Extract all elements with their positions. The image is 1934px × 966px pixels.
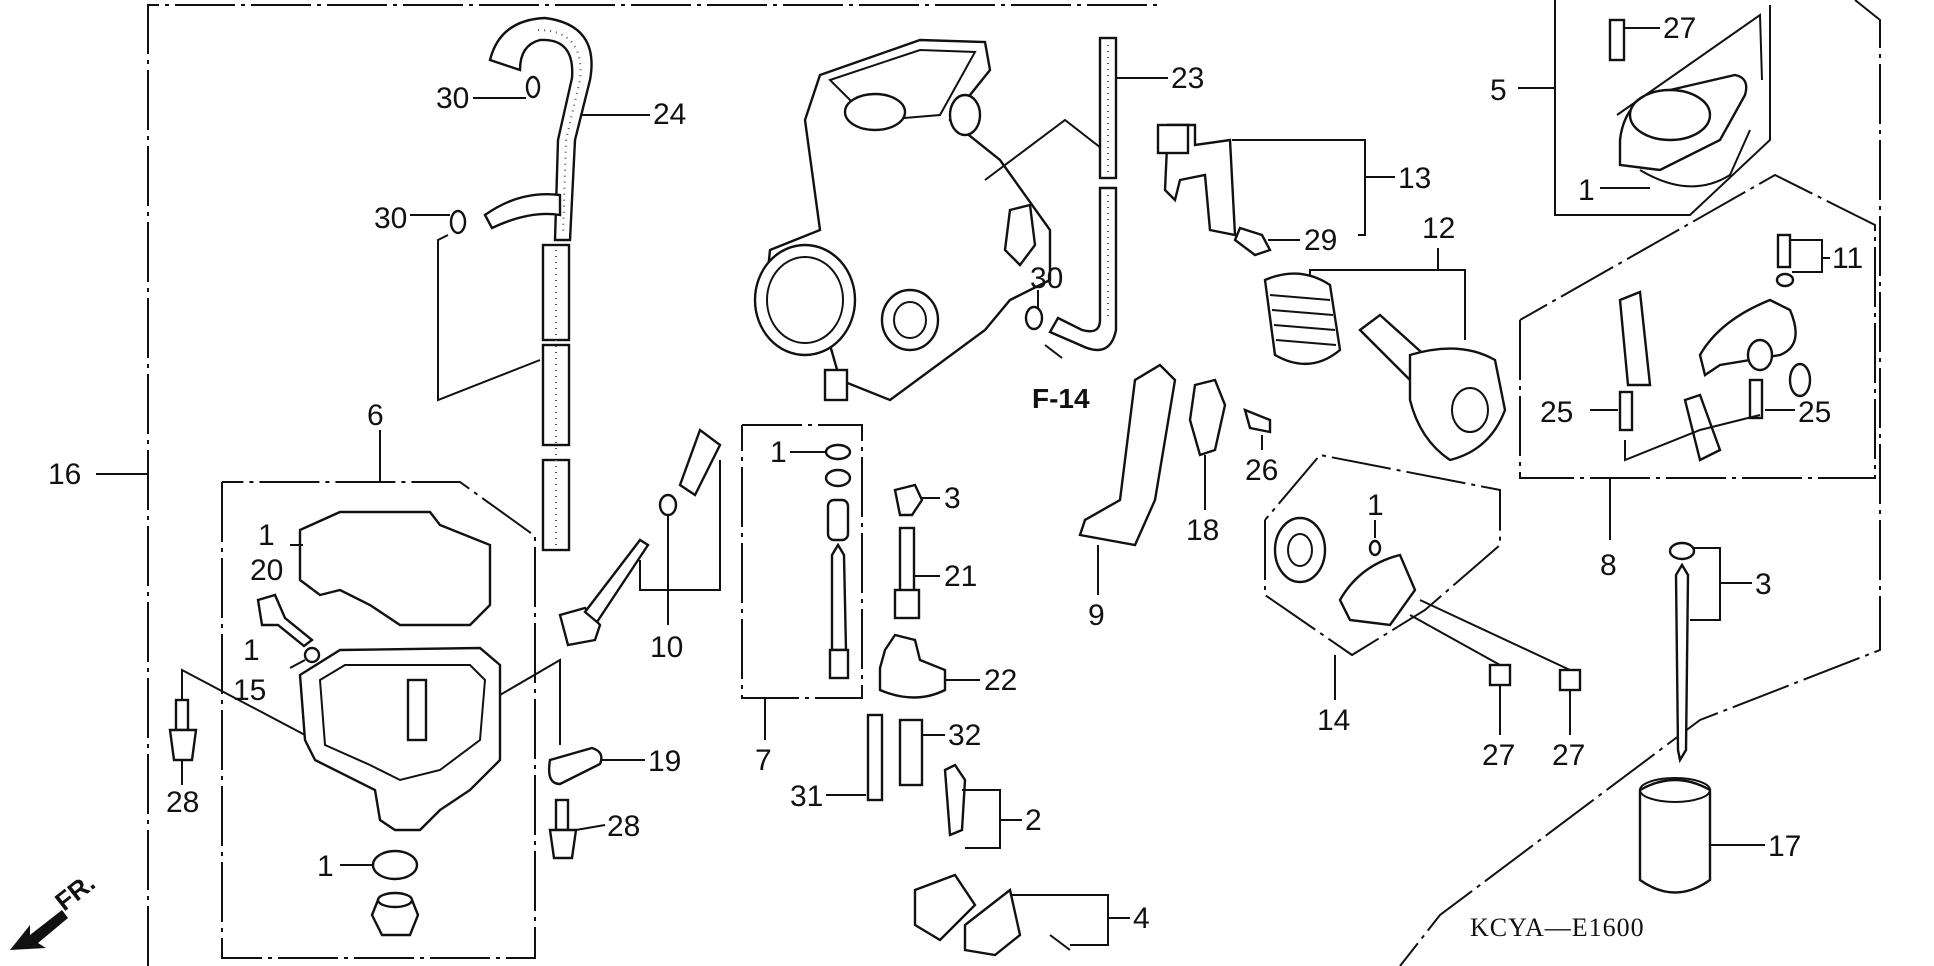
float-chamber-group [168, 430, 645, 959]
callout-31: 31 [790, 780, 823, 813]
callout-15: 15 [233, 674, 266, 707]
callout-20: 20 [250, 554, 283, 587]
throttle-bracket-group [1156, 123, 1395, 257]
callout-30: 30 [436, 82, 469, 115]
callout-3: 3 [1755, 568, 1772, 601]
o-ring [371, 849, 419, 881]
float-chamber-gasket [298, 510, 492, 627]
callout-18: 18 [1186, 514, 1219, 547]
needle-slide-group [1638, 541, 1765, 894]
callout-4: 4 [1133, 902, 1150, 935]
screw-28-right [548, 798, 606, 860]
callout-9: 9 [1088, 599, 1105, 632]
callout-32: 32 [948, 719, 981, 752]
float-chamber-body [298, 646, 502, 832]
callout-1: 1 [1578, 174, 1595, 207]
callout-21: 21 [944, 560, 977, 593]
callout-27: 27 [1552, 739, 1585, 772]
callout-27: 27 [1663, 12, 1696, 45]
jets-group [741, 424, 863, 740]
callout-1: 1 [317, 850, 334, 883]
jets-loose-group [826, 483, 1022, 849]
callout-13: 13 [1398, 162, 1431, 195]
callout-1: 1 [1367, 489, 1384, 522]
carburetor-inlet [753, 243, 857, 357]
screw-28-left [168, 668, 306, 785]
drain-screw [256, 593, 314, 648]
callout-19: 19 [648, 745, 681, 778]
callout-16: 16 [48, 458, 81, 491]
callout-17: 17 [1768, 830, 1801, 863]
bracket-19 [547, 746, 603, 786]
lever-group [1519, 173, 1876, 540]
callout-26: 26 [1245, 454, 1278, 487]
callout-12: 12 [1422, 212, 1455, 245]
pilot-screw-group [558, 428, 722, 647]
top-cover-group [1518, 0, 1771, 216]
vent-hose [488, 16, 593, 242]
vent-hose-group [410, 16, 650, 552]
fuel-hose-group [1024, 36, 1168, 352]
callout-23: 23 [1171, 62, 1204, 95]
callout-3: 3 [944, 482, 961, 515]
callout-29: 29 [1304, 224, 1337, 257]
callout-1: 1 [258, 519, 275, 552]
callout-11: 11 [1832, 242, 1863, 275]
diagram-code: KCYA—E1600 [1470, 913, 1645, 942]
callout-1: 1 [770, 436, 787, 469]
choke-lever-group [1078, 363, 1272, 595]
callout-10: 10 [650, 631, 683, 664]
callout-8: 8 [1600, 549, 1617, 582]
throttle-slide [1638, 778, 1712, 894]
float-group [913, 873, 1130, 957]
callout-1: 1 [243, 634, 260, 667]
callout-14: 14 [1317, 704, 1350, 737]
svg-text:FR.: FR. [49, 867, 100, 916]
callout-30: 30 [374, 202, 407, 235]
callout-24: 24 [653, 98, 686, 131]
callout-30: 30 [1030, 262, 1063, 295]
callout-28: 28 [166, 786, 199, 819]
air-cutoff-valve-group [1264, 453, 1582, 735]
callout-7: 7 [755, 744, 772, 777]
throttle-drum-group [1263, 248, 1507, 462]
callout-6: 6 [367, 399, 384, 432]
callout-25: 25 [1798, 396, 1831, 429]
carburetor-body [753, 38, 1111, 402]
callout-28: 28 [607, 810, 640, 843]
callout-5: 5 [1490, 74, 1507, 107]
callout-25: 25 [1540, 396, 1573, 429]
reference-f14-label: F-14 [1032, 383, 1090, 414]
callout-labels: 16 6 30 30 24 30 23 13 29 12 5 27 1 11 2… [48, 12, 1863, 935]
assembly-frame [96, 0, 1881, 966]
callout-27: 27 [1482, 739, 1515, 772]
callout-22: 22 [984, 664, 1017, 697]
front-direction-indicator: FR. [10, 867, 101, 950]
callout-2: 2 [1025, 804, 1042, 837]
